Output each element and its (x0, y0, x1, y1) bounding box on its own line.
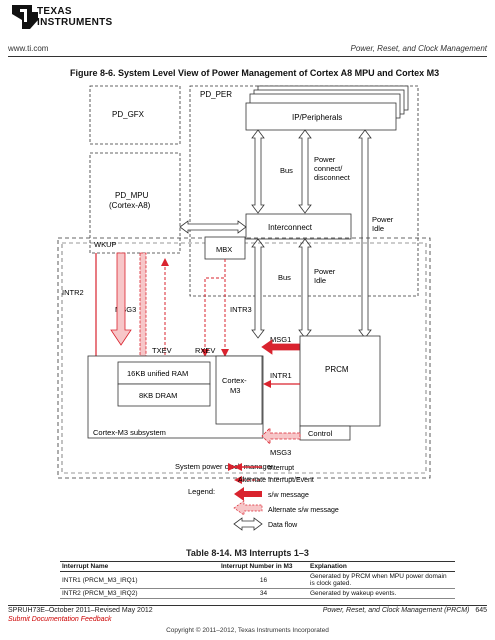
company-name-line2: INSTRUMENTS (37, 17, 113, 28)
footer-section: Power, Reset, and Clock Management (PRCM… (323, 607, 487, 614)
cortex-m3-label-1: Cortex- (222, 376, 247, 385)
msg3-top-label: MSG3 (115, 305, 136, 314)
power-connect-label-3: disconnect (314, 173, 351, 182)
control-label: Control (308, 429, 333, 438)
mpu-down-arrow (110, 252, 132, 346)
msg3-bottom-label: MSG3 (270, 448, 291, 457)
table-cell: INTR1 (PRCM_M3_IRQ1) (60, 571, 219, 589)
dram-label: 8KB DRAM (139, 391, 177, 400)
intr3-label: INTR3 (230, 305, 252, 314)
power-idle-right-label-2: Idle (372, 224, 384, 233)
bus-arrow-top (251, 129, 265, 214)
doc-id: SPRUH73E–October 2011–Revised May 2012 (8, 607, 153, 614)
table-cell: Generated by wakeup events. (308, 588, 455, 599)
legend-dataflow-icon (233, 517, 263, 531)
power-idle-right-label-1: Power (372, 215, 394, 224)
table-cell: INTR2 (PRCM_M3_IRQ2) (60, 588, 219, 599)
intr1-label: INTR1 (270, 371, 292, 380)
bus-arrow-bottom (251, 238, 265, 339)
interconnect-label: Interconnect (268, 223, 313, 232)
pd-mpu-label-1: PD_MPU (115, 191, 149, 200)
msg3-bottom-arrow (261, 427, 301, 445)
legend-alt-message-icon (233, 500, 263, 516)
ip-peripherals-box (245, 102, 397, 131)
rxev-arrow (201, 259, 226, 357)
table-header-row: Interrupt Name Interrupt Number in M3 Ex… (60, 561, 455, 572)
feedback-link[interactable]: Submit Documentation Feedback (8, 616, 112, 623)
table-cell: 16 (219, 571, 308, 589)
sys-power-clock-mgr-label: System power clock manager (175, 462, 274, 471)
website-link[interactable]: www.ti.com (8, 44, 49, 53)
power-management-diagram: PD_GFX PD_PER IP/Peripherals Bus Power c… (57, 85, 431, 531)
bus-label-bottom: Bus (278, 273, 291, 282)
txev-label: TXEV (152, 346, 172, 355)
table-header-explanation: Explanation (308, 561, 455, 572)
table-row: INTR2 (PRCM_M3_IRQ2) 34 Generated by wak… (60, 588, 455, 599)
power-connect-arrow (298, 129, 312, 214)
pd-gfx-label: PD_GFX (112, 110, 145, 119)
table-header-name: Interrupt Name (60, 561, 219, 572)
dram-box (117, 383, 211, 407)
legend-item-message: s/w message (268, 492, 309, 499)
footer-section-title: Power, Reset, and Clock Management (PRCM… (322, 607, 470, 614)
legend-item-alt-message: Alternate s/w message (268, 507, 339, 514)
table-header-number: Interrupt Number in M3 (219, 561, 308, 572)
copyright: Copyright © 2011–2012, Texas Instruments… (166, 627, 329, 634)
power-connect-label-1: Power (314, 155, 336, 164)
header-section-title: Power, Reset, and Clock Management (350, 44, 487, 53)
bus-label-top: Bus (280, 166, 293, 175)
ti-logo-icon (12, 5, 38, 29)
power-idle-mid-label-1: Power (314, 267, 336, 276)
mpu-interconnect-arrow (179, 220, 247, 234)
header-rule (8, 56, 487, 57)
power-idle-mid-arrow (298, 238, 312, 339)
legend-item-alt-interrupt: Alternate Interrupt/Event (238, 477, 314, 484)
cortex-m3-box (215, 355, 263, 425)
prcm-label: PRCM (325, 365, 349, 374)
ip-peripherals-label: IP/Peripherals (292, 113, 342, 122)
table-row: INTR1 (PRCM_M3_IRQ1) 16 Generated by PRC… (60, 571, 455, 589)
intr2-label: INTR2 (62, 288, 84, 297)
table-title: Table 8-14. M3 Interrupts 1–3 (186, 548, 309, 558)
prcm-box (299, 335, 381, 427)
legend-item-dataflow: Data flow (268, 522, 298, 529)
legend-item-interrupt: Interrupt (268, 465, 294, 472)
pd-mpu-label-2: (Cortex-A8) (109, 201, 151, 210)
pd-mpu-domain (89, 152, 181, 254)
interrupt-table: Interrupt Name Interrupt Number in M3 Ex… (60, 561, 455, 599)
cortex-m3-subsystem-label: Cortex-M3 subsystem (93, 428, 166, 437)
company-name-line1: TEXAS (37, 6, 72, 17)
power-connect-label-2: connect/ (314, 164, 343, 173)
figure-title: Figure 8-6. System Level View of Power M… (70, 68, 440, 78)
ram-label: 16KB unified RAM (127, 369, 188, 378)
table-cell: Generated by PRCM when MPU power domain … (308, 571, 455, 589)
pd-per-label: PD_PER (200, 90, 232, 99)
cortex-m3-label-2: M3 (230, 386, 240, 395)
page-number: 645 (475, 607, 487, 614)
legend-message-icon (234, 487, 262, 501)
msg1-label: MSG1 (270, 335, 291, 344)
footer-rule (8, 605, 487, 606)
power-idle-mid-label-2: Idle (314, 276, 326, 285)
legend-title: Legend: (188, 487, 215, 496)
mbx-label: MBX (216, 245, 232, 254)
rxev-label: RXEV (195, 346, 215, 355)
pd-gfx-domain (89, 85, 181, 145)
table-cell: 34 (219, 588, 308, 599)
power-idle-right-arrow (358, 129, 372, 339)
wkup-label: WKUP (94, 240, 117, 249)
